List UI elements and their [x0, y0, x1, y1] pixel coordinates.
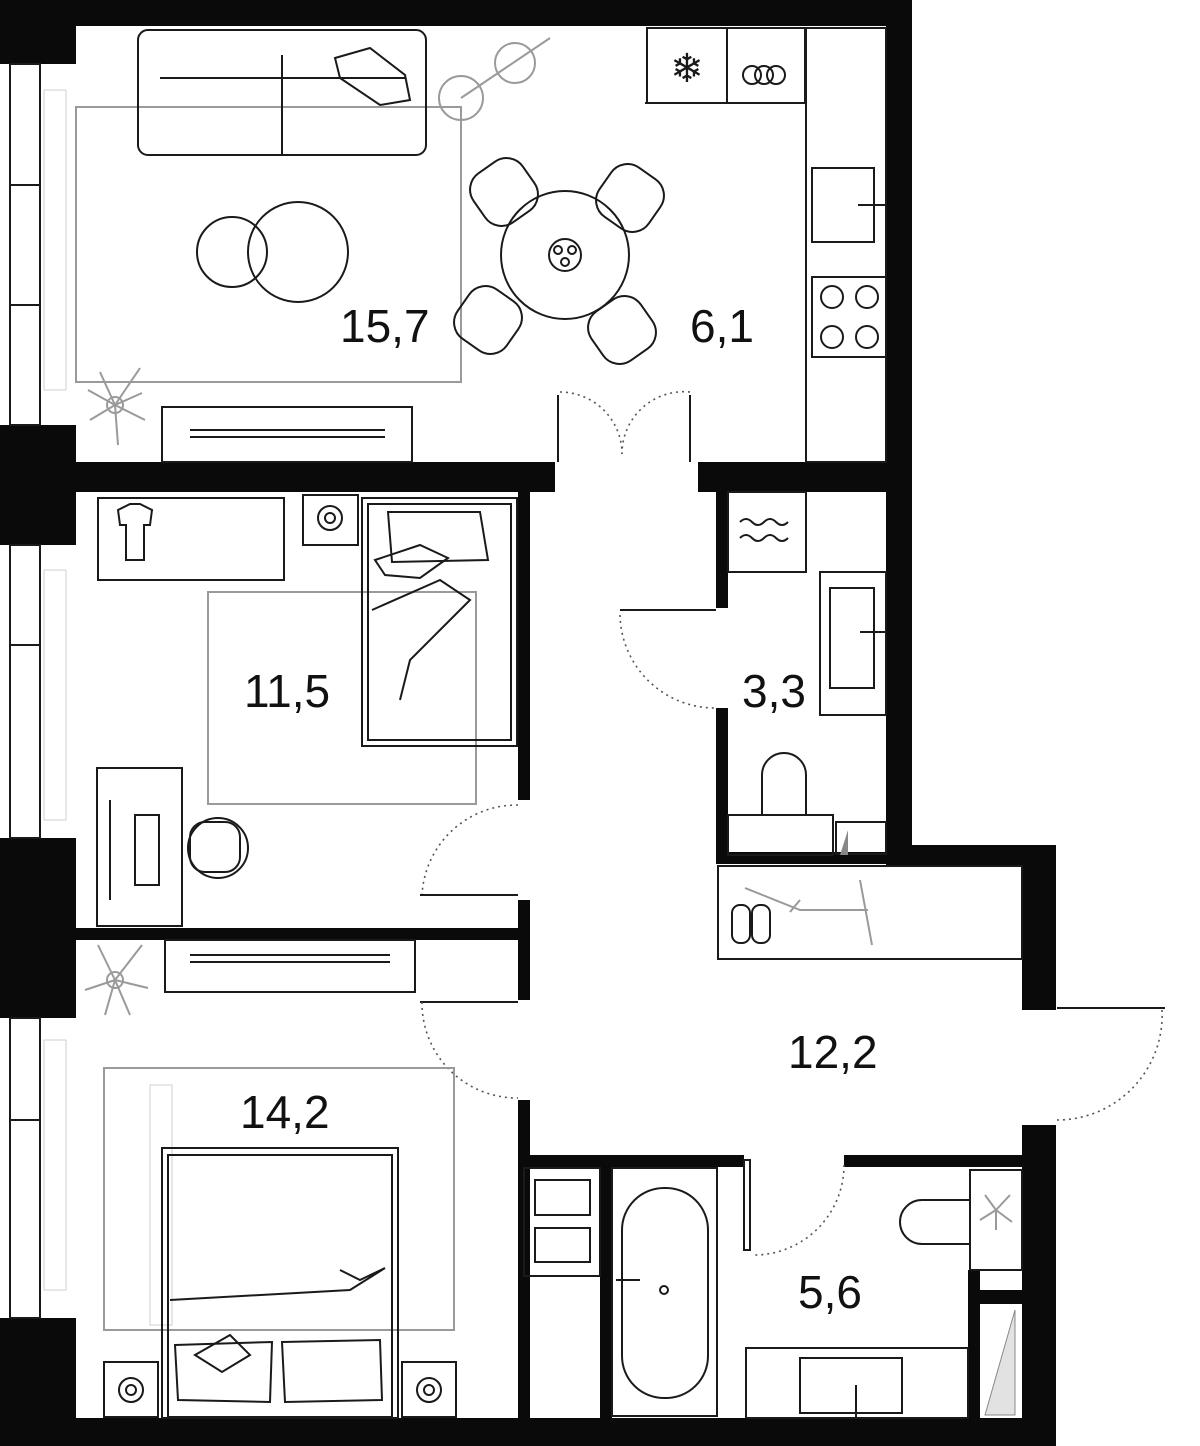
plant-icon — [979, 1194, 1013, 1230]
chair-icon — [587, 295, 657, 365]
windows — [9, 63, 41, 1319]
nightstand-icon — [401, 1361, 457, 1418]
small-bathroom-fixtures — [727, 491, 887, 856]
nightstand-icon — [103, 1361, 159, 1418]
pillow-icon — [333, 46, 412, 107]
bathtub-icon — [611, 1167, 718, 1417]
tv-stand-icon — [164, 939, 416, 993]
area-living: 15,7 — [340, 300, 430, 352]
plant-icon — [84, 944, 149, 1016]
svg-text:❄: ❄ — [670, 46, 704, 92]
bedroom-rug — [103, 1067, 455, 1331]
area-labels: 15,7 6,1 11,5 3,3 14,2 12,2 5,6 — [240, 300, 878, 1318]
chair-icon — [453, 285, 523, 355]
desk-chair-icon — [187, 817, 249, 879]
chair-icon — [595, 163, 665, 233]
small-bedroom-furniture — [96, 494, 518, 927]
coffee-table-icon — [196, 216, 268, 288]
stove-icon — [811, 276, 887, 358]
area-hallway: 12,2 — [788, 1026, 878, 1078]
area-large-bedroom: 14,2 — [240, 1086, 330, 1138]
plant-icon — [87, 367, 146, 446]
single-bed-icon — [361, 497, 518, 747]
chair-icon — [469, 157, 539, 227]
nightstand-icon — [302, 494, 359, 546]
tv-stand-icon — [161, 406, 413, 463]
sink-icon — [819, 571, 887, 716]
hall-closet — [717, 865, 1023, 960]
pillow-icon — [173, 1340, 274, 1404]
area-large-bathroom: 5,6 — [798, 1266, 862, 1318]
doors — [420, 390, 1165, 1256]
washing-machine-icon — [727, 491, 807, 573]
floor-lamp-icon — [438, 75, 484, 121]
dresser-icon — [97, 497, 285, 581]
large-bedroom-furniture — [84, 939, 457, 1419]
toilet-icon — [899, 1199, 970, 1245]
area-kitchen: 6,1 — [690, 300, 754, 352]
kitchen-furniture: ❄ — [453, 27, 887, 463]
shelf-icon — [523, 1167, 601, 1277]
desk-icon — [96, 767, 183, 927]
pillow-icon — [280, 1338, 384, 1404]
towel-rail — [743, 1159, 751, 1251]
living-room-furniture — [75, 29, 551, 463]
area-small-bathroom: 3,3 — [742, 665, 806, 717]
shirt-icon — [116, 503, 154, 561]
large-bathroom-fixtures — [523, 1159, 1023, 1419]
area-small-bedroom: 11,5 — [244, 665, 330, 717]
dining-table-icon — [500, 190, 630, 320]
hall-storage — [717, 865, 1023, 960]
slippers-icon — [731, 904, 751, 944]
pillow-icon — [386, 511, 490, 564]
toilet-icon — [761, 752, 807, 815]
kitchen-counter — [805, 27, 887, 463]
scooter-icon — [744, 879, 873, 946]
living-rug — [75, 106, 462, 383]
radiators — [43, 89, 173, 1326]
bedroom-rug — [207, 591, 477, 805]
walls — [0, 0, 1056, 1446]
